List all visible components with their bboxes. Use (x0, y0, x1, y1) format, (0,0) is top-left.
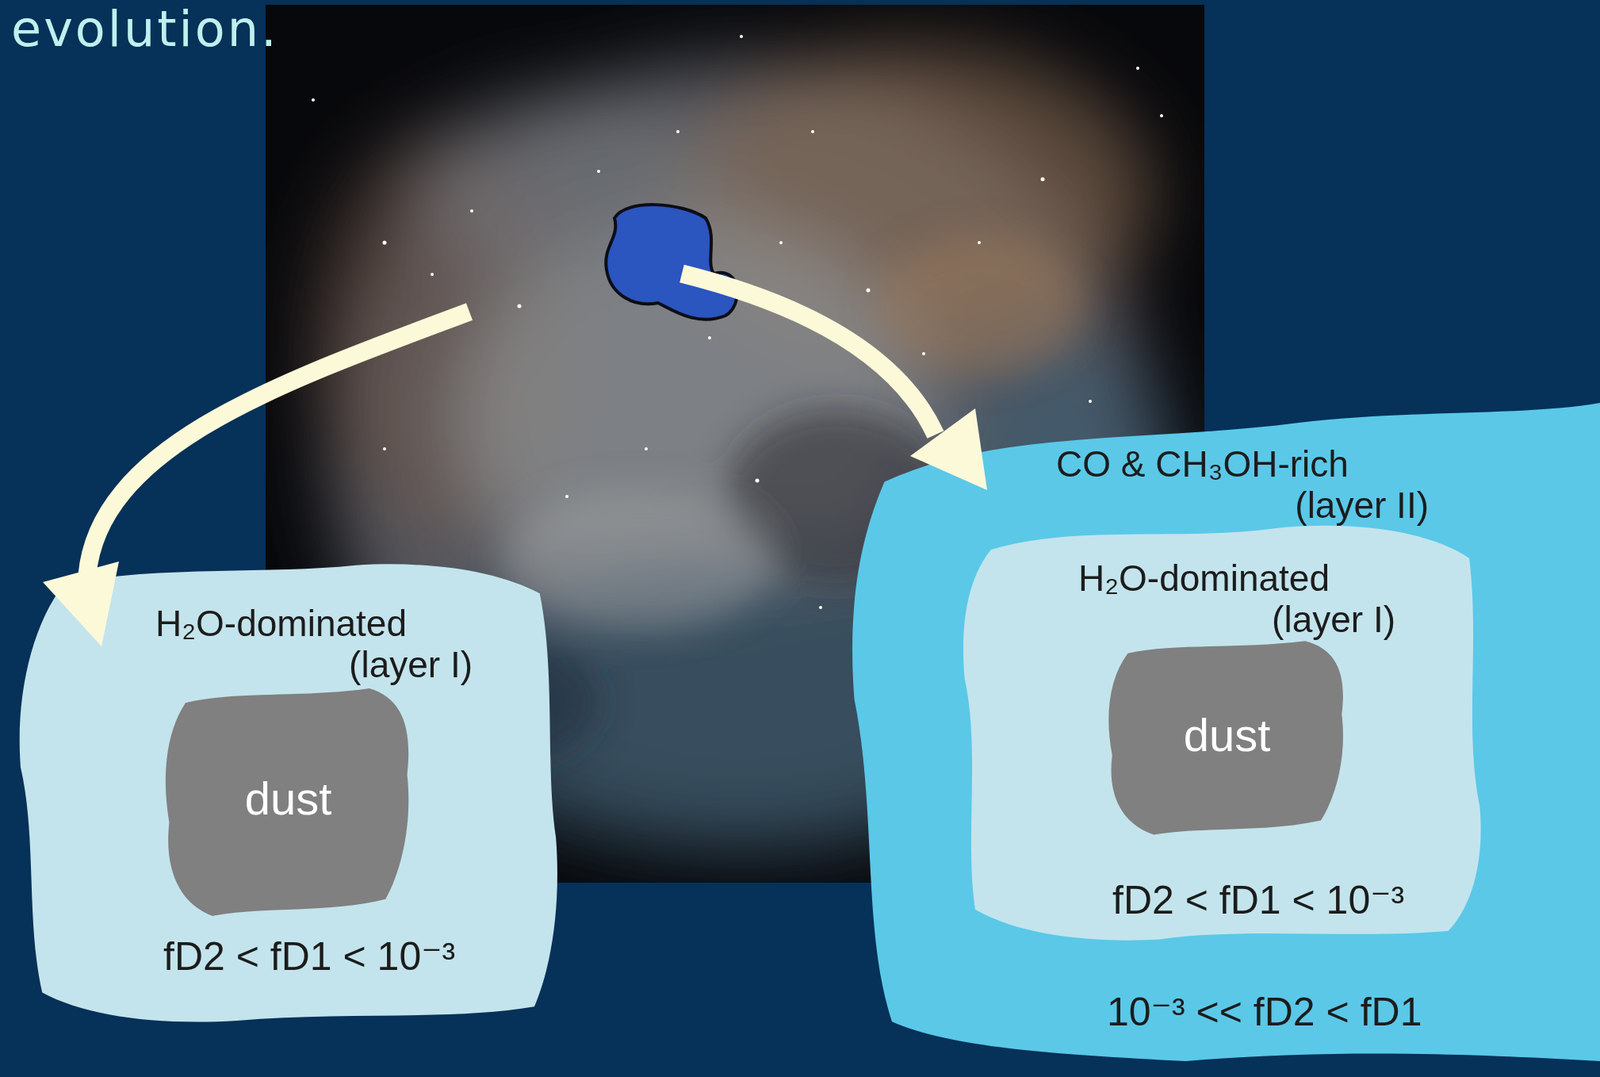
arrow-shaft (681, 273, 936, 435)
outer-ice-mantle: CO & CH₃OH-rich (layer II) 10⁻³ << fD2 < … (846, 402, 1600, 1061)
illustration-part (1159, 114, 1164, 118)
illustration-part (866, 288, 871, 293)
dust-core: dust (153, 678, 424, 919)
arrow-shaft (87, 311, 470, 575)
illustration-part (565, 494, 569, 498)
illustration-part (1136, 66, 1140, 70)
ice-mantle-fill (19, 563, 558, 1022)
illustration-part (977, 241, 981, 245)
illustration-part (708, 336, 712, 340)
illustration-part (819, 605, 823, 609)
illustration-part (811, 130, 815, 134)
illustration-part (644, 447, 648, 451)
illustration-part (1041, 177, 1045, 182)
illustration-part (382, 241, 387, 245)
inner-ice-mantle-fill (963, 525, 1482, 941)
title: evolution. (11, 1, 280, 57)
node-label: H₂O-dominated (layer I) (155, 603, 473, 686)
illustration-part (779, 241, 783, 245)
illustration-part (382, 447, 387, 451)
illustration-part (470, 209, 474, 213)
node-note: 10⁻³ << fD2 < fD1 (1106, 989, 1422, 1034)
node-label: H₂O-dominated (layer I) (1078, 558, 1396, 640)
outer-ice-mantle-fill (852, 402, 1600, 1061)
illustration-part (755, 478, 760, 483)
inner-ice-mantle: H₂O-dominated (layer I) fD2 < fD1 < 10⁻³ d… (959, 515, 1486, 944)
illustration-part (1088, 399, 1092, 403)
illustration-part (517, 304, 522, 309)
illustration-part (922, 352, 926, 356)
blue-clump (605, 204, 738, 320)
node-label: dust (153, 773, 424, 825)
node-note: fD2 < fD1 < 10⁻³ (1112, 877, 1405, 923)
ice-mantle: H₂O-dominated (layer I) fD2 < fD1 < 10⁻³ d… (20, 555, 562, 1026)
illustration-part (406, 336, 410, 340)
node-note: fD2 < fD1 < 10⁻³ (163, 933, 456, 979)
illustration-part (676, 130, 680, 134)
node-label: dust (1096, 708, 1358, 761)
illustration-part (597, 169, 601, 173)
dust-core: dust (1096, 632, 1358, 837)
illustration-part (876, 234, 1083, 378)
illustration-part (739, 34, 743, 39)
illustration-part (311, 98, 315, 102)
illustration-part (430, 272, 434, 276)
node-label: CO & CH₃OH-rich (layer II) (1056, 444, 1429, 526)
illustration-part (503, 488, 774, 632)
